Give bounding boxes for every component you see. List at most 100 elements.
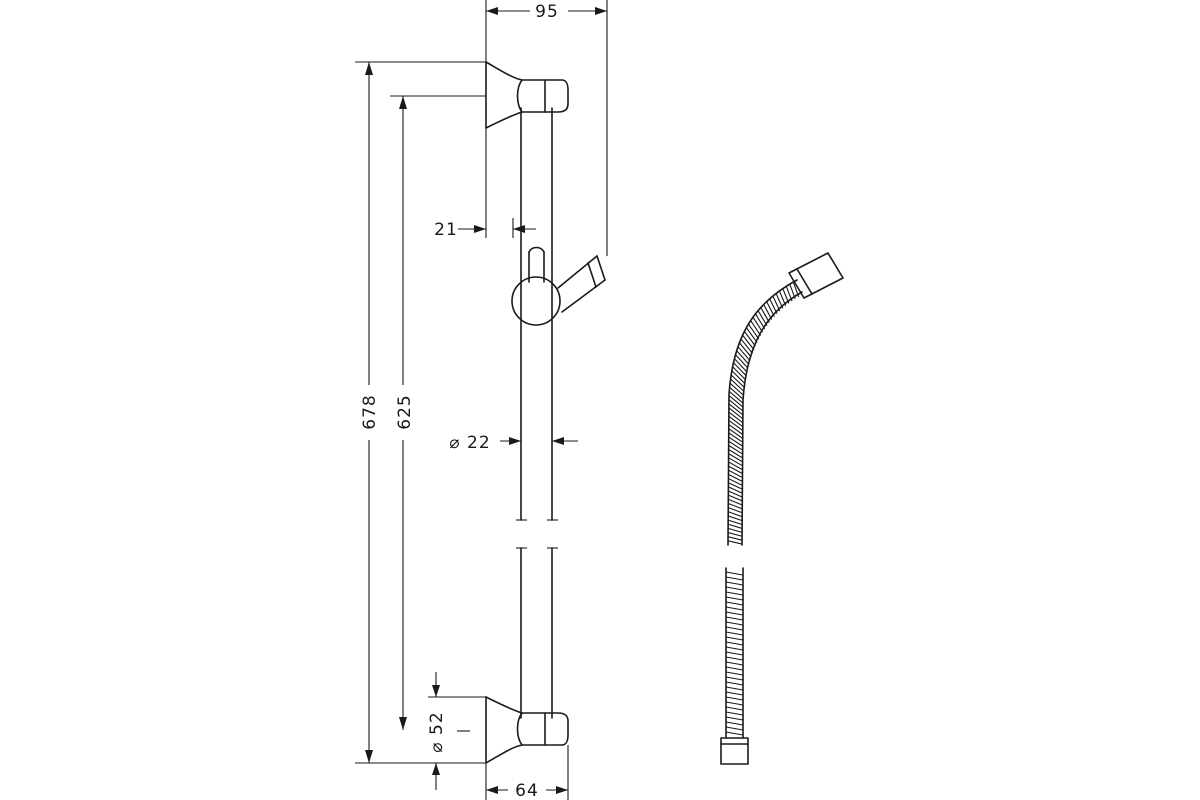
hose-rib — [725, 656, 744, 661]
hose-rib — [725, 646, 744, 651]
hose-rib — [736, 350, 750, 365]
dim-label-21: 21 — [434, 220, 458, 240]
hose-rib — [725, 721, 744, 726]
hose-rib — [725, 626, 744, 631]
hose-rib — [729, 386, 744, 400]
hose-rib — [728, 486, 743, 494]
hose-rib — [725, 701, 744, 706]
hose-rib — [728, 507, 743, 514]
hose-rib — [730, 378, 745, 392]
hose-rib — [727, 536, 743, 541]
hose-rib — [725, 581, 744, 586]
hose-rib — [738, 342, 752, 358]
hose-rib — [782, 288, 790, 304]
hose-rib — [745, 327, 758, 343]
hose-rib — [785, 286, 793, 302]
hose-rib — [725, 671, 744, 676]
hose-rib — [728, 407, 744, 420]
hose-upper-nut — [788, 252, 844, 299]
hose-lower-nut — [720, 737, 749, 765]
hose-rib — [731, 370, 746, 385]
dim-overall-width: 95 — [485, 0, 608, 256]
dim-label-678: 678 — [360, 394, 380, 429]
hose-rib — [754, 313, 766, 330]
hose-rib — [728, 399, 744, 412]
hose-rib — [728, 395, 744, 408]
hose-rib — [725, 651, 744, 656]
hose-rib — [725, 641, 744, 646]
hose-rib — [728, 511, 743, 518]
hose-rib — [740, 338, 754, 354]
shower-hose — [720, 252, 844, 765]
hose-rib — [734, 358, 748, 373]
slide-rail-assembly — [485, 61, 606, 764]
hose-rib — [725, 621, 744, 626]
hose-rib — [725, 616, 744, 621]
rail-tube — [520, 107, 553, 719]
hose-rib — [728, 478, 743, 486]
hose-rib — [728, 469, 743, 479]
dim-label-625: 625 — [395, 394, 415, 429]
bottom-wall-bracket — [485, 696, 569, 764]
hose-rib — [769, 298, 778, 314]
hose-rib — [725, 636, 744, 641]
hose-rib — [728, 390, 744, 404]
hose-ribbing-lower — [725, 571, 744, 736]
hose-rib — [725, 661, 744, 666]
shower-holder-slider — [511, 246, 606, 326]
hose-rib — [725, 596, 744, 601]
hose-rib — [725, 691, 744, 696]
hose-rib — [725, 696, 744, 701]
hose-rib — [725, 586, 744, 591]
hose-rib — [725, 716, 744, 721]
hose-rib — [728, 449, 743, 459]
hose-rib — [728, 411, 744, 424]
dim-total-height: 678 — [355, 61, 486, 764]
hose-rib — [730, 374, 745, 389]
hose-rib — [728, 490, 743, 498]
hose-rib — [728, 415, 744, 428]
hose-rib — [725, 601, 744, 606]
hose-rib — [728, 494, 743, 502]
dim-rail-diameter: ⌀ 22 — [449, 433, 578, 453]
hose-rib — [725, 591, 744, 596]
hose-rib — [725, 686, 744, 691]
hose-rib — [728, 461, 743, 471]
dim-label-bracket-diameter: ⌀ 52 — [427, 711, 447, 752]
hose-rib — [763, 304, 773, 320]
rail-break-mark — [516, 519, 558, 549]
hose-rib — [733, 362, 747, 377]
dim-slider-offset: 21 — [434, 128, 536, 240]
hose-rib — [725, 576, 744, 581]
hose-rib — [728, 444, 743, 455]
hose-rib — [747, 323, 760, 340]
hose-rib — [760, 307, 770, 323]
hose-rib — [732, 366, 747, 381]
hose-rib — [725, 731, 744, 736]
dim-bracket-depth: 64 — [485, 745, 569, 800]
hose-rib — [728, 428, 744, 439]
dim-label-rail-diameter: ⌀ 22 — [449, 433, 490, 453]
hose-rib — [729, 382, 744, 396]
hose-rib — [725, 726, 744, 731]
hose-rib — [725, 571, 744, 576]
hose-rib — [728, 465, 743, 475]
hose-rib — [728, 453, 743, 463]
hose-rib — [725, 631, 744, 636]
hose-rib — [775, 293, 784, 309]
hose-rib — [752, 316, 764, 333]
hose-rib — [737, 346, 751, 362]
hose-rib — [792, 281, 800, 298]
hose-rib — [728, 424, 744, 435]
hose-rib — [728, 515, 743, 522]
hose-rib — [728, 502, 743, 510]
hose-rib — [725, 606, 744, 611]
hose-rib — [728, 482, 743, 490]
hose-rib — [727, 540, 743, 545]
hose-rib — [725, 711, 744, 716]
hose-rib — [725, 611, 744, 616]
hose-rib — [766, 301, 775, 317]
hose-rib — [757, 310, 768, 326]
dim-label-95: 95 — [535, 2, 559, 22]
hose-rib — [778, 290, 787, 307]
